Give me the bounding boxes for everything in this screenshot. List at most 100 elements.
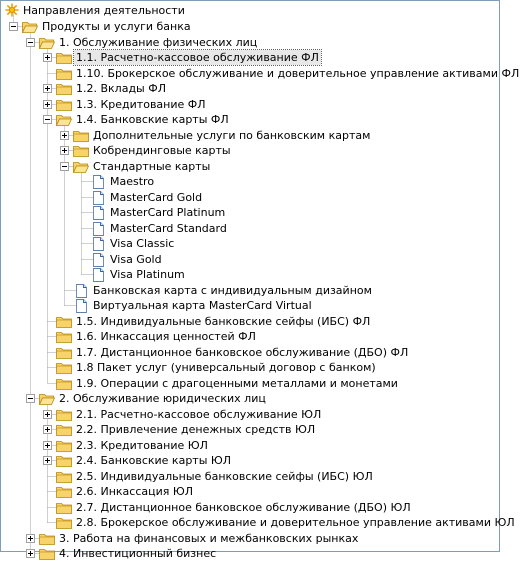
tree-node[interactable]: Дополнительные услуги по банковским карт… bbox=[1, 128, 501, 143]
folder-open-icon bbox=[55, 115, 73, 126]
tree-node-label[interactable]: Visa Gold bbox=[110, 253, 162, 266]
tree-node-label[interactable]: Visa Platinum bbox=[110, 268, 185, 281]
collapse-icon[interactable] bbox=[26, 394, 35, 403]
tree-node-label[interactable]: Стандартные карты bbox=[93, 160, 211, 173]
tree-node[interactable]: 1.1. Расчетно-кассовое обслуживание ФЛ bbox=[1, 49, 501, 66]
tree-node-label[interactable]: MasterCard Gold bbox=[110, 191, 203, 204]
document-icon bbox=[76, 284, 87, 298]
tree-node[interactable]: 2.4. Банковские карты ЮЛ bbox=[1, 453, 501, 468]
tree-node[interactable]: 1.3. Кредитование ФЛ bbox=[1, 97, 501, 112]
tree-node[interactable]: MasterCard Platinum bbox=[1, 205, 501, 220]
tree-node-label[interactable]: 1.7. Дистанционное банковское обслуживан… bbox=[76, 346, 409, 359]
expand-icon[interactable] bbox=[43, 456, 52, 465]
folder-icon bbox=[56, 518, 72, 529]
tree-node-label[interactable]: 2.1. Расчетно-кассовое обслуживание ЮЛ bbox=[76, 408, 322, 421]
tree-node[interactable]: 2.5. Индивидуальные банковские сейфы (ИБ… bbox=[1, 469, 501, 484]
expand-icon[interactable] bbox=[26, 534, 35, 543]
tree-node[interactable]: 2. Обслуживание юридических лиц bbox=[1, 391, 501, 406]
tree-node[interactable]: 1.4. Банковские карты ФЛ bbox=[1, 112, 501, 127]
tree-node-label[interactable]: 2.6. Инкассация ЮЛ bbox=[76, 485, 194, 498]
tree-node[interactable]: Visa Gold bbox=[1, 252, 501, 267]
tree-node-label[interactable]: 1.4. Банковские карты ФЛ bbox=[76, 113, 229, 126]
tree-node-label[interactable]: 1.8 Пакет услуг (универсальный договор с… bbox=[76, 361, 376, 374]
tree-node-label[interactable]: 1.2. Вклады ФЛ bbox=[76, 82, 166, 95]
tree-node[interactable]: 1.5. Индивидуальные банковские сейфы (ИБ… bbox=[1, 314, 501, 329]
collapse-icon[interactable] bbox=[26, 38, 35, 47]
tree-node[interactable]: Банковская карта с индивидуальным дизайн… bbox=[1, 283, 501, 298]
collapse-icon[interactable] bbox=[9, 22, 18, 31]
tree-node-label[interactable]: 1. Обслуживание физических лиц bbox=[59, 36, 258, 49]
folder-icon bbox=[56, 410, 72, 421]
folder-icon bbox=[73, 146, 89, 157]
tree-node-label[interactable]: 2.8. Брокерское обслуживание и доверител… bbox=[76, 516, 515, 529]
expand-icon[interactable] bbox=[60, 146, 69, 155]
expand-icon[interactable] bbox=[43, 410, 52, 419]
tree-node[interactable]: 2.2. Привлечение денежных средств ЮЛ bbox=[1, 422, 501, 437]
expand-icon[interactable] bbox=[60, 131, 69, 140]
tree-node[interactable]: 2.6. Инкассация ЮЛ bbox=[1, 484, 501, 499]
tree-node-label[interactable]: 1.10. Брокерское обслуживание и доверите… bbox=[76, 67, 520, 80]
folder-icon bbox=[56, 472, 72, 483]
tree-node-label[interactable]: 1.6. Инкассация ценностей ФЛ bbox=[76, 330, 256, 343]
expand-icon[interactable] bbox=[43, 441, 52, 450]
folder-icon bbox=[56, 441, 72, 452]
expand-icon[interactable] bbox=[43, 100, 52, 109]
tree-root[interactable]: Направления деятельности bbox=[1, 3, 501, 18]
folder-icon bbox=[56, 425, 72, 436]
tree-node-label[interactable]: Виртуальная карта MasterCard Virtual bbox=[93, 299, 312, 312]
tree-node[interactable]: 2.8. Брокерское обслуживание и доверител… bbox=[1, 515, 515, 530]
tree-node[interactable]: Visa Platinum bbox=[1, 267, 501, 282]
tree-node-label[interactable]: 1.5. Индивидуальные банковские сейфы (ИБ… bbox=[76, 315, 371, 328]
tree-node[interactable]: Продукты и услуги банка bbox=[1, 19, 501, 34]
collapse-icon[interactable] bbox=[60, 162, 69, 171]
folder-icon bbox=[73, 131, 89, 142]
tree-node-label[interactable]: Банковская карта с индивидуальным дизайн… bbox=[93, 284, 372, 297]
tree-node-label[interactable]: 2.3. Кредитование ЮЛ bbox=[76, 439, 208, 452]
tree-node[interactable]: 1.10. Брокерское обслуживание и доверите… bbox=[1, 66, 519, 81]
tree-node[interactable]: Стандартные карты bbox=[1, 159, 501, 174]
tree-node-label[interactable]: Visa Classic bbox=[110, 237, 175, 250]
tree-node[interactable]: Виртуальная карта MasterCard Virtual bbox=[1, 298, 501, 313]
tree-node[interactable]: MasterCard Standard bbox=[1, 221, 501, 236]
tree-node-label[interactable]: Продукты и услуги банка bbox=[42, 20, 191, 33]
tree-node-label[interactable]: 2. Обслуживание юридических лиц bbox=[59, 392, 266, 405]
tree-node-label[interactable]: Кобрендинговые карты bbox=[93, 144, 231, 157]
collapse-icon[interactable] bbox=[43, 115, 52, 124]
tree-node-label[interactable]: 2.4. Банковские карты ЮЛ bbox=[76, 454, 232, 467]
document-icon bbox=[76, 299, 87, 313]
tree-node[interactable]: 2.3. Кредитование ЮЛ bbox=[1, 438, 501, 453]
tree-node[interactable]: 1.8 Пакет услуг (универсальный договор с… bbox=[1, 360, 501, 375]
tree-node-label[interactable]: 2.2. Привлечение денежных средств ЮЛ bbox=[76, 423, 316, 436]
tree-node[interactable]: 1. Обслуживание физических лиц bbox=[1, 35, 501, 50]
tree-node-label[interactable]: MasterCard Platinum bbox=[110, 206, 226, 219]
tree-node[interactable]: 1.9. Операции с драгоценными металлами и… bbox=[1, 376, 501, 391]
tree-node-label[interactable]: 1.3. Кредитование ФЛ bbox=[76, 98, 206, 111]
tree-node-label[interactable]: Maestro bbox=[110, 175, 155, 188]
tree-node[interactable]: Кобрендинговые карты bbox=[1, 143, 501, 158]
tree-node[interactable]: 1.6. Инкассация ценностей ФЛ bbox=[1, 329, 501, 344]
expand-icon[interactable] bbox=[43, 425, 52, 434]
tree-node-label[interactable]: Дополнительные услуги по банковским карт… bbox=[93, 129, 371, 142]
tree-node-label[interactable]: 4. Инвестиционный бизнес bbox=[59, 547, 217, 560]
folder-icon bbox=[39, 549, 55, 560]
tree-node-label[interactable]: MasterCard Standard bbox=[110, 222, 227, 235]
tree-node[interactable]: 2.7. Дистанционное банковское обслуживан… bbox=[1, 500, 501, 515]
tree-node[interactable]: Visa Classic bbox=[1, 236, 501, 251]
expand-icon[interactable] bbox=[43, 53, 52, 62]
tree-node[interactable]: 4. Инвестиционный бизнес bbox=[1, 546, 501, 561]
tree-node-label[interactable]: 2.5. Индивидуальные банковские сейфы (ИБ… bbox=[76, 470, 373, 483]
tree-node[interactable]: 2.1. Расчетно-кассовое обслуживание ЮЛ bbox=[1, 407, 501, 422]
document-icon bbox=[93, 206, 104, 220]
tree-node-label[interactable]: 3. Работа на финансовых и межбанковских … bbox=[59, 532, 359, 545]
tree-node[interactable]: 1.2. Вклады ФЛ bbox=[1, 81, 501, 96]
tree-node[interactable]: Maestro bbox=[1, 174, 501, 189]
tree-node[interactable]: 1.7. Дистанционное банковское обслуживан… bbox=[1, 345, 501, 360]
expand-icon[interactable] bbox=[43, 84, 52, 93]
tree-node-label[interactable]: 1.1. Расчетно-кассовое обслуживание ФЛ bbox=[73, 49, 322, 66]
tree-node-label[interactable]: 1.9. Операции с драгоценными металлами и… bbox=[76, 377, 398, 390]
tree-node[interactable]: MasterCard Gold bbox=[1, 190, 501, 205]
tree-node[interactable]: 3. Работа на финансовых и межбанковских … bbox=[1, 531, 501, 546]
tree-node-label[interactable]: 2.7. Дистанционное банковское обслуживан… bbox=[76, 501, 411, 514]
expand-icon[interactable] bbox=[26, 549, 35, 558]
